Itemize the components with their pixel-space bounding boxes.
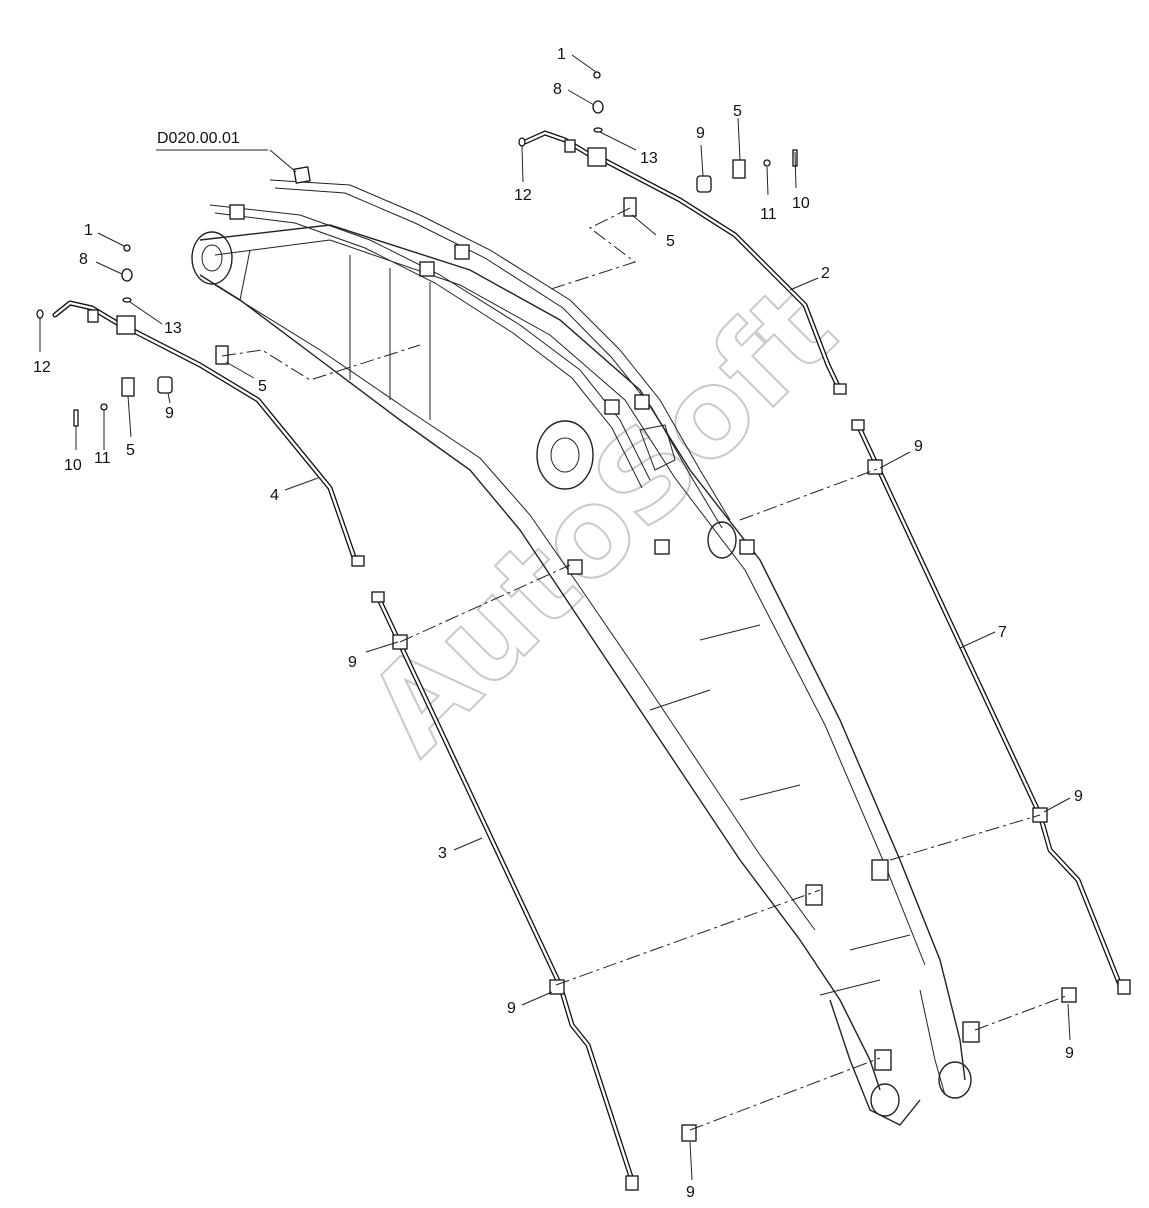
reference-label-d020[interactable]: D020.00.01 — [157, 130, 240, 147]
callout-2[interactable]: 2 — [821, 265, 830, 282]
pipe-fittings — [351, 383, 1131, 1191]
pipe-4 — [125, 325, 358, 563]
callout-9-f[interactable]: 9 — [686, 1184, 695, 1201]
callout-5-top-a[interactable]: 5 — [733, 103, 742, 120]
callout-3[interactable]: 3 — [438, 845, 447, 862]
leader-lines — [39, 54, 1071, 1181]
existing-hose-bundle — [209, 166, 755, 555]
callout-11-left[interactable]: 11 — [94, 450, 111, 467]
callout-7[interactable]: 7 — [998, 624, 1007, 641]
callout-12-top[interactable]: 12 — [514, 187, 532, 204]
callout-9-b[interactable]: 9 — [348, 654, 357, 671]
callout-4[interactable]: 4 — [270, 487, 279, 504]
watermark-text: AutoSoft — [342, 260, 862, 780]
callout-9-top[interactable]: 9 — [696, 125, 705, 142]
callout-10-left[interactable]: 10 — [64, 457, 82, 474]
callout-1-top[interactable]: 1 — [557, 46, 566, 63]
callout-13-left[interactable]: 13 — [164, 320, 182, 337]
callout-8-left[interactable]: 8 — [79, 251, 88, 268]
pipe-3 — [375, 594, 635, 1183]
callout-5-top-b[interactable]: 5 — [666, 233, 675, 250]
callout-5-left-a[interactable]: 5 — [258, 378, 267, 395]
callout-8-top[interactable]: 8 — [553, 81, 562, 98]
callout-9-e[interactable]: 9 — [1065, 1045, 1074, 1062]
top-right-swivel — [518, 71, 607, 167]
callout-5-left-b[interactable]: 5 — [126, 442, 135, 459]
callout-12-left[interactable]: 12 — [33, 359, 51, 376]
callout-10-top[interactable]: 10 — [792, 195, 810, 212]
top-left-swivel — [36, 244, 136, 335]
callout-11-top[interactable]: 11 — [760, 206, 777, 223]
pipe-7 — [855, 422, 1123, 988]
callout-13-top[interactable]: 13 — [640, 150, 658, 167]
callout-9-c[interactable]: 9 — [1074, 788, 1083, 805]
callout-1-left[interactable]: 1 — [84, 222, 93, 239]
callout-9-a[interactable]: 9 — [914, 438, 923, 455]
relation-lines — [221, 207, 1067, 1131]
pipe-2 — [597, 155, 843, 393]
callout-9-d[interactable]: 9 — [507, 1000, 516, 1017]
callout-9-left[interactable]: 9 — [165, 405, 174, 422]
